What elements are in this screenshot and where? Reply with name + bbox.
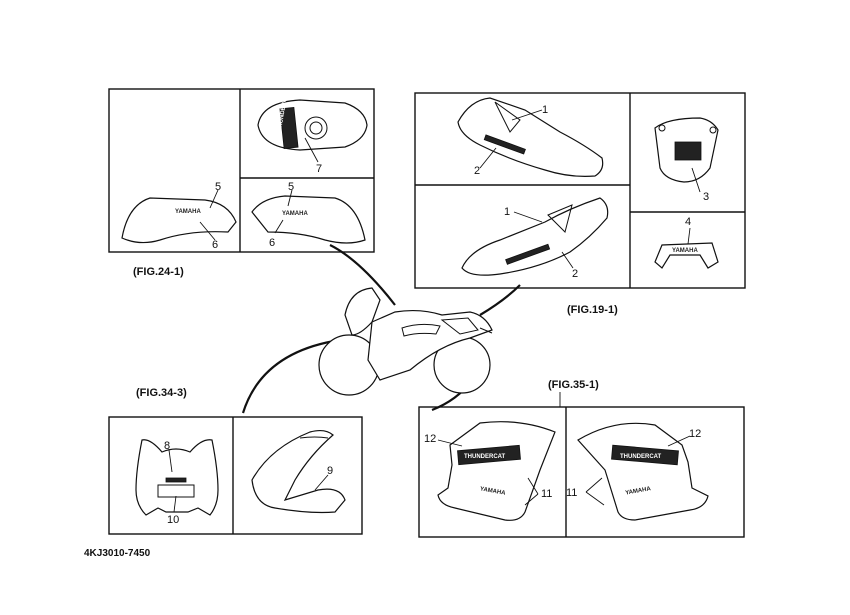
front-cowl-side-view xyxy=(251,429,346,514)
callout-5-right: 5 xyxy=(288,181,294,193)
side-cowl-left-brand: THUNDERCAT xyxy=(464,454,506,460)
callout-5-left: 5 xyxy=(215,181,221,193)
tank-right-yamaha-text: YAMAHA xyxy=(282,211,308,217)
callout-11-left: 11 xyxy=(541,488,552,500)
tail-cowl-lower xyxy=(461,197,609,276)
side-cowl-left-yamaha: YAMAHA xyxy=(479,486,506,497)
fig-19-1-group: 1 2 1 2 3 YAMAHA 4 xyxy=(414,92,746,289)
callout-6-left: 6 xyxy=(212,239,218,251)
callout-1-upper: 1 xyxy=(542,104,548,116)
fuel-tank-left-side xyxy=(121,197,237,244)
callout-11-right: 11 xyxy=(566,487,577,499)
side-cowl-right xyxy=(577,422,709,521)
callout-10: 10 xyxy=(167,514,179,526)
callout-12-left: 12 xyxy=(424,433,436,445)
callout-8: 8 xyxy=(164,440,170,452)
callout-1-lower: 1 xyxy=(504,206,510,218)
fig-35-1-group: THUNDERCAT YAMAHA 12 11 THUNDERCAT YAMAH… xyxy=(418,406,745,538)
fig-24-1-label: (FIG.24-1) xyxy=(133,266,184,278)
side-cowl-right-brand: THUNDERCAT xyxy=(620,454,662,460)
side-cowl-left xyxy=(437,421,556,521)
fig-35-1-frame xyxy=(418,406,745,538)
fig-34-3-frame xyxy=(108,416,363,535)
fuel-tank-top-view: THUNDERCAT xyxy=(257,90,368,151)
fig-24-1-frame xyxy=(108,88,375,253)
fig-34-3-label: (FIG.34-3) xyxy=(136,387,187,399)
rear-emblem-bracket xyxy=(654,242,719,269)
connector-fig24-to-bike xyxy=(329,244,396,306)
callout-4: 4 xyxy=(685,216,691,228)
fuel-tank-right-side xyxy=(251,195,366,244)
fig-24-1-group: THUNDERCAT YAMAHA YAMAHA 5 6 5 6 7 xyxy=(108,88,375,253)
fig-35-1-label: (FIG.35-1) xyxy=(548,379,599,391)
connector-fig34-to-bike xyxy=(241,338,341,414)
callout-6-right: 6 xyxy=(269,237,275,249)
connector-fig19-to-bike xyxy=(479,284,521,316)
callout-12-right: 12 xyxy=(689,428,701,440)
emblem-yamaha-text: YAMAHA xyxy=(672,248,698,254)
callout-7: 7 xyxy=(316,163,322,175)
fig-34-3-group: 8 10 9 xyxy=(108,416,363,535)
fig-19-1-label: (FIG.19-1) xyxy=(567,304,618,316)
callout-2-lower: 2 xyxy=(572,268,578,280)
callout-9: 9 xyxy=(327,465,333,477)
callout-3: 3 xyxy=(703,191,709,203)
side-cowl-right-yamaha: YAMAHA xyxy=(625,486,652,497)
tank-left-yamaha-text: YAMAHA xyxy=(175,209,201,215)
motorcycle-outline xyxy=(318,287,493,396)
fig-19-1-frame xyxy=(414,92,746,289)
front-cowl-front-view xyxy=(135,439,219,516)
callout-2-upper: 2 xyxy=(474,165,480,177)
part-code: 4KJ3010-7450 xyxy=(84,548,151,559)
tail-cowl-upper xyxy=(457,97,604,177)
